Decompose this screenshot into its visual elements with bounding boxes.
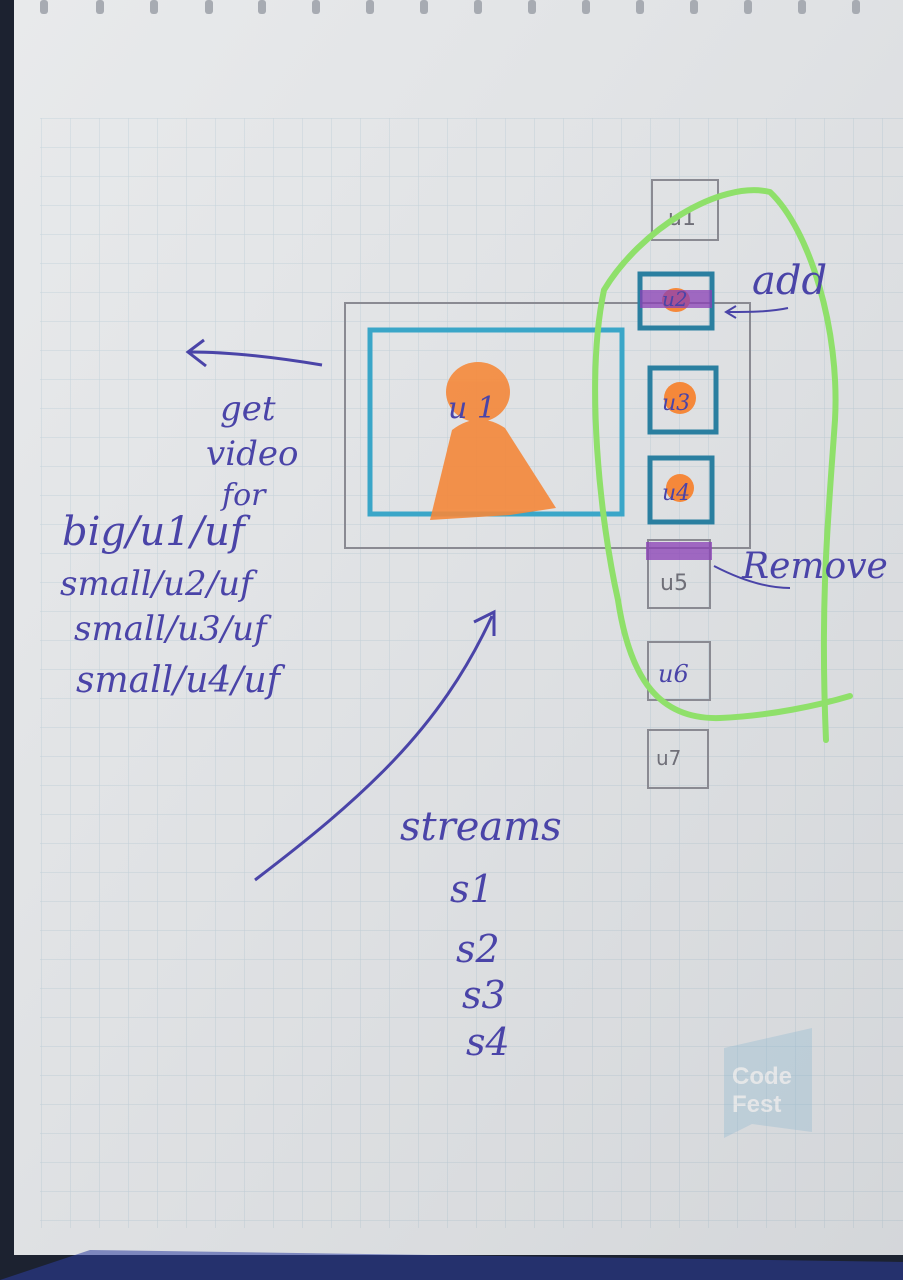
remove-arrow [713,565,791,589]
thumbnail-u3: u3 [647,365,719,435]
add-label: add [752,258,827,304]
add-arrow [727,307,789,313]
svg-text:u4: u4 [662,481,690,506]
svg-text:u7: u7 [656,746,681,770]
main-user-figure [430,362,556,520]
screen-outline [344,302,751,549]
get-video-line-1: get [220,389,276,429]
svg-text:Code: Code [732,1063,792,1090]
request-big-u1: big/u1/uf [62,509,251,555]
request-small-u2: small/u2/uf [60,564,258,604]
thumbnail-u6: u6 [647,641,711,701]
request-small-u3: small/u3/uf [74,609,272,649]
page-edge [0,1250,903,1280]
thumbnail-u4: u4 [647,455,715,525]
stream-s3: s3 [462,973,506,1017]
visible-thumbnails-loop [592,187,853,743]
stream-s2: s2 [456,927,500,971]
svg-text:u2: u2 [662,287,688,311]
stream-s1: s1 [450,867,494,911]
request-arrow [189,350,323,367]
main-user-label: u 1 [448,391,496,426]
thumbnail-u2: u2 [637,271,715,331]
spiral-binding [40,0,860,14]
streams-arrow [254,615,494,882]
svg-text:u5: u5 [660,571,688,596]
codefest-watermark: Code Fest [724,1028,812,1138]
thumbnail-u5: u5 [646,539,712,609]
svg-text:u3: u3 [662,391,690,416]
request-small-u4: small/u4/uf [76,660,286,701]
get-video-line-3: for [220,478,267,513]
streams-heading: streams [400,804,562,850]
stream-s4: s4 [466,1020,510,1064]
svg-text:Fest: Fest [732,1091,781,1118]
remove-label: Remove [741,546,888,587]
svg-text:u6: u6 [658,660,689,688]
get-video-line-2: video [206,434,298,474]
thumbnail-u7: u7 [647,729,709,789]
